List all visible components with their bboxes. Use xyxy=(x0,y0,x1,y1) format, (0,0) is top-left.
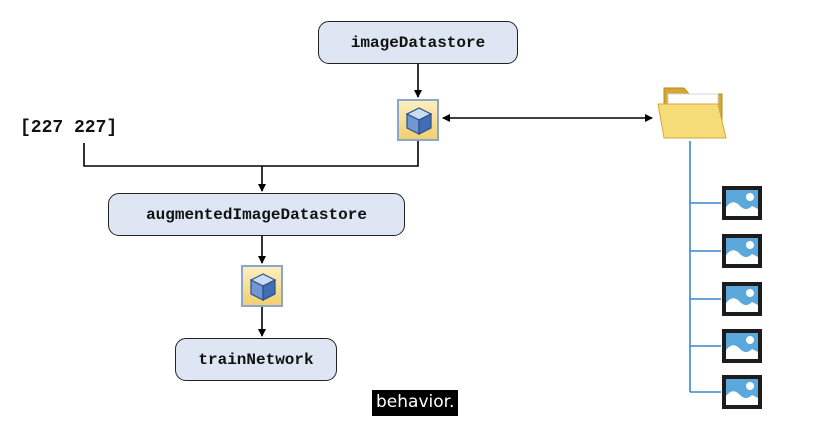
folder-icon xyxy=(657,87,727,139)
image-file-icon xyxy=(722,234,762,268)
train-network-node: trainNetwork xyxy=(175,338,337,381)
augmented-image-datastore-node: augmentedImageDatastore xyxy=(108,193,405,236)
image-size-label: [227 227] xyxy=(20,118,118,138)
image-file-icon xyxy=(722,186,762,220)
image-file-icon xyxy=(722,329,762,363)
cube-icon xyxy=(241,265,283,307)
image-file-icon xyxy=(722,375,762,409)
cube-icon xyxy=(397,99,439,141)
video-caption: behavior. xyxy=(372,390,459,416)
image-datastore-node: imageDatastore xyxy=(318,21,518,64)
image-datastore-label: imageDatastore xyxy=(350,33,486,52)
train-network-label: trainNetwork xyxy=(198,350,314,369)
image-file-icon xyxy=(722,282,762,316)
augmented-image-datastore-label: augmentedImageDatastore xyxy=(146,205,367,224)
